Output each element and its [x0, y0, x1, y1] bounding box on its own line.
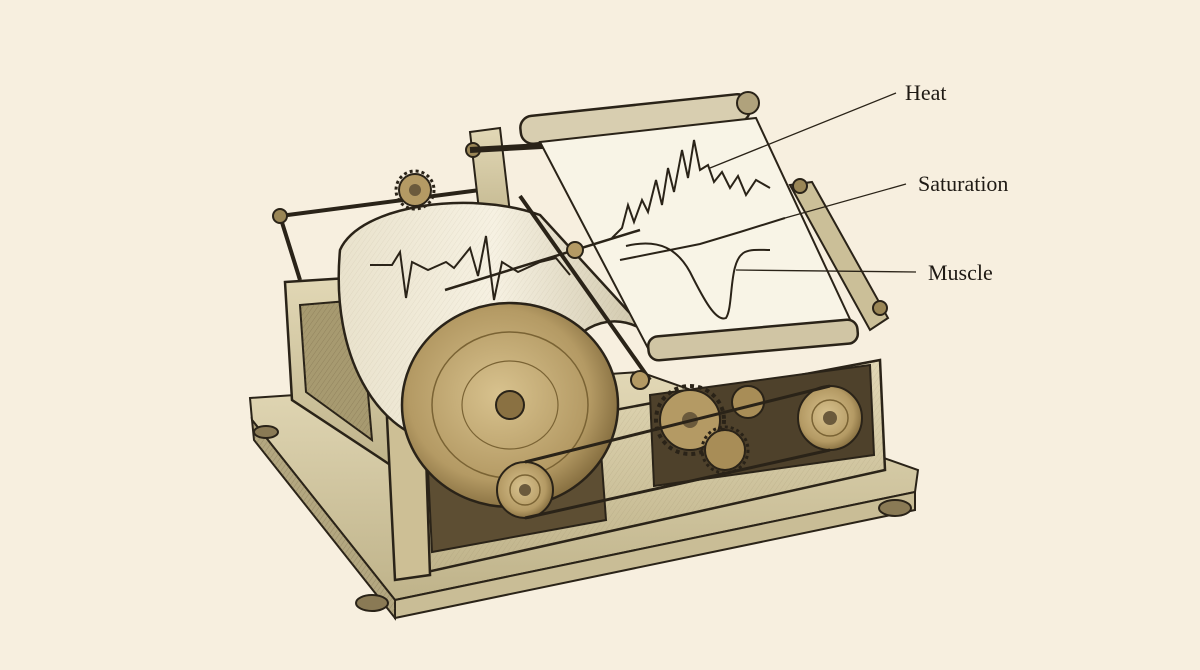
saturation-trace: [619, 217, 786, 261]
foot-left: [253, 425, 279, 439]
saturation-leader-line: [784, 183, 907, 219]
heat-trace: [611, 139, 771, 239]
muscle-leader-line: [735, 269, 917, 273]
saturation-label: Saturation: [918, 171, 1008, 196]
drum-trace: [370, 235, 571, 301]
bottom-roller: [646, 318, 860, 362]
recording-drum: [337, 201, 651, 509]
stylus-arm: [444, 194, 652, 390]
heat-label: Heat: [905, 80, 947, 105]
gear-train: [496, 384, 863, 520]
callouts: [709, 92, 917, 273]
heat-leader-line: [709, 92, 897, 169]
muscle-trace: [625, 242, 771, 320]
foot-right: [878, 499, 912, 517]
muscle-label: Muscle: [928, 260, 993, 285]
paper-unit: [519, 91, 890, 362]
foot-front: [355, 594, 389, 612]
top-gear: [394, 169, 436, 211]
